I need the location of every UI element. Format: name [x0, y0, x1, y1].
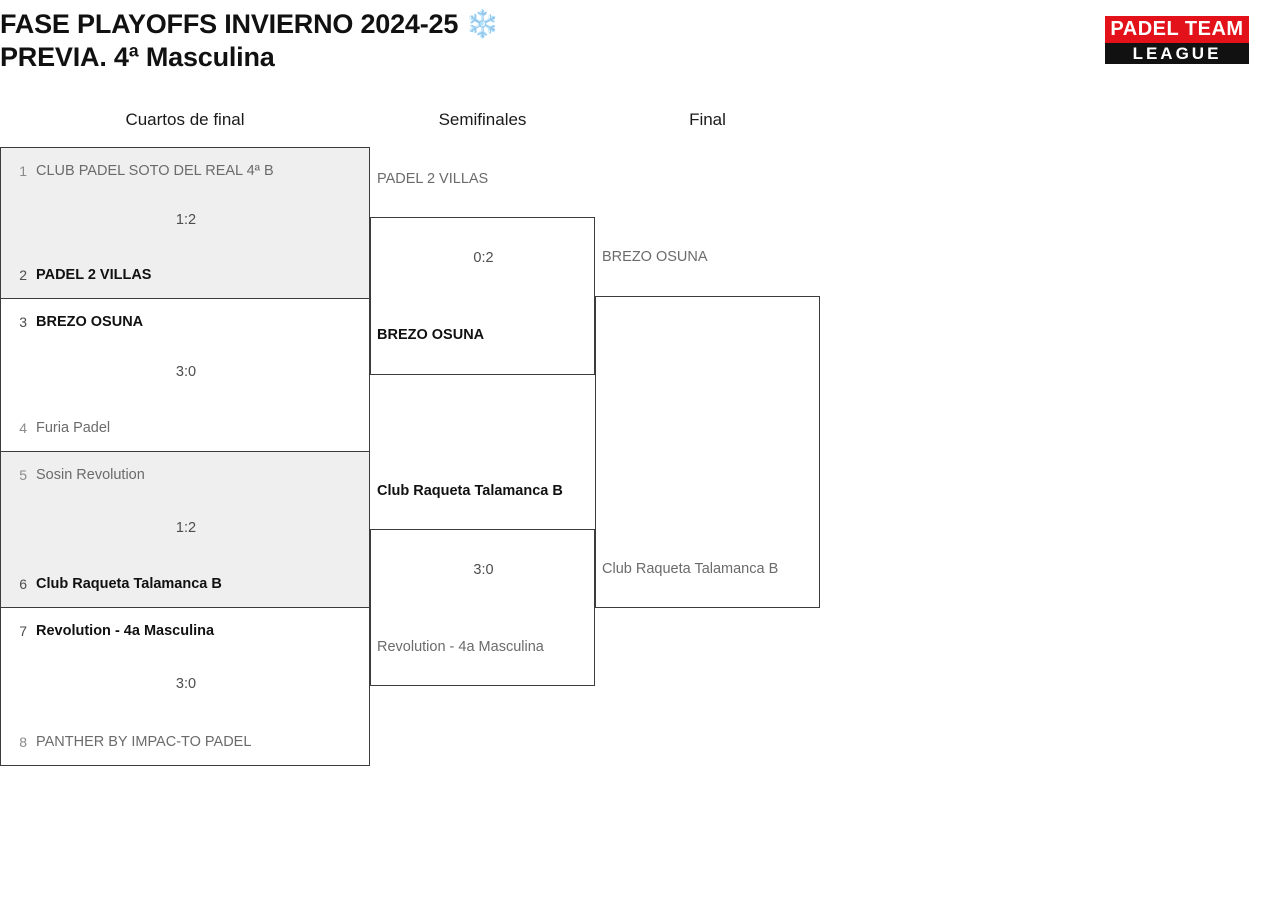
final-team-bottom-label: Club Raqueta Talamanca B: [602, 561, 779, 577]
semifinal-2-team-bottom-label: Revolution - 4a Masculina: [377, 639, 544, 655]
quarterfinal-match-1[interactable]: 1 CLUB PADEL SOTO DEL REAL 4ª B 1:2 2 PA…: [0, 147, 370, 299]
padel-team-league-logo: PADEL TEAM LEAGUE: [1105, 16, 1249, 64]
semifinal-1-team-bottom[interactable]: BREZO OSUNA: [377, 324, 602, 346]
semifinal-match-2[interactable]: 3:0: [370, 529, 595, 686]
qf2-team-bottom-label: Furia Padel: [36, 420, 111, 436]
qf3-seed-top: 5: [19, 467, 27, 483]
qf2-seed-top: 3: [19, 314, 27, 330]
quarterfinal-match-2[interactable]: 3 BREZO OSUNA 3:0 4 Furia Padel: [0, 299, 370, 452]
final-team-top[interactable]: BREZO OSUNA: [602, 246, 832, 268]
qf4-seed-top: 7: [19, 623, 27, 639]
page-title: FASE PLAYOFFS INVIERNO 2024-25 ❄️ PREVIA…: [0, 9, 499, 72]
qf4-team-top-label: Revolution - 4a Masculina: [36, 623, 215, 639]
qf4-score: 3:0: [175, 676, 197, 692]
qf3-team-top[interactable]: 5 Sosin Revolution: [1, 463, 371, 487]
qf4-team-bottom[interactable]: 8 PANTHER BY IMPAC-TO PADEL: [1, 730, 371, 754]
qf4-team-top[interactable]: 7 Revolution - 4a Masculina: [1, 619, 371, 643]
qf3-seed-bottom: 6: [19, 576, 27, 592]
page-header: FASE PLAYOFFS INVIERNO 2024-25 ❄️ PREVIA…: [0, 0, 1280, 86]
qf1-seed-top: 1: [19, 163, 27, 179]
qf1-team-top-label: CLUB PADEL SOTO DEL REAL 4ª B: [36, 163, 274, 179]
qf2-team-top-label: BREZO OSUNA: [36, 314, 144, 330]
qf3-team-bottom-label: Club Raqueta Talamanca B: [36, 576, 222, 592]
logo-league-text: LEAGUE: [1105, 43, 1249, 64]
semifinal-1-team-top-label: PADEL 2 VILLAS: [377, 171, 489, 187]
qf2-team-bottom[interactable]: 4 Furia Padel: [1, 416, 371, 440]
semifinal-2-team-top-label: Club Raqueta Talamanca B: [377, 483, 563, 499]
qf1-team-top[interactable]: 1 CLUB PADEL SOTO DEL REAL 4ª B: [1, 159, 371, 183]
qf3-team-top-label: Sosin Revolution: [36, 467, 145, 483]
semifinal-1-team-top[interactable]: PADEL 2 VILLAS: [377, 168, 602, 190]
qf1-team-bottom-label: PADEL 2 VILLAS: [36, 267, 152, 283]
qf1-score: 1:2: [175, 212, 197, 228]
logo-padel-team-text: PADEL TEAM: [1105, 16, 1249, 43]
semifinal-2-team-top[interactable]: Club Raqueta Talamanca B: [377, 480, 602, 502]
qf4-team-bottom-label: PANTHER BY IMPAC-TO PADEL: [36, 734, 252, 750]
qf2-seed-bottom: 4: [19, 420, 27, 436]
round-header-final: Final: [689, 110, 726, 129]
semifinal-1-team-bottom-label: BREZO OSUNA: [377, 327, 485, 343]
round-header-quarterfinals: Cuartos de final: [125, 110, 245, 129]
qf4-seed-bottom: 8: [19, 734, 27, 750]
semifinal-1-score: 0:2: [473, 250, 494, 266]
final-team-top-label: BREZO OSUNA: [602, 249, 708, 265]
final-match[interactable]: [595, 296, 820, 608]
qf2-team-top[interactable]: 3 BREZO OSUNA: [1, 310, 371, 334]
qf1-seed-bottom: 2: [19, 267, 27, 283]
qf3-team-bottom[interactable]: 6 Club Raqueta Talamanca B: [1, 572, 371, 596]
quarterfinal-match-3[interactable]: 5 Sosin Revolution 1:2 6 Club Raqueta Ta…: [0, 452, 370, 608]
final-team-bottom[interactable]: Club Raqueta Talamanca B: [602, 558, 832, 580]
quarterfinal-match-4[interactable]: 7 Revolution - 4a Masculina 3:0 8 PANTHE…: [0, 608, 370, 766]
semifinal-match-1[interactable]: 0:2: [370, 217, 595, 375]
semifinal-2-score: 3:0: [473, 562, 494, 578]
qf3-score: 1:2: [175, 520, 197, 536]
semifinal-2-team-bottom[interactable]: Revolution - 4a Masculina: [377, 636, 602, 658]
qf2-score: 3:0: [175, 364, 197, 380]
round-header-semifinals: Semifinales: [438, 110, 527, 129]
qf1-team-bottom[interactable]: 2 PADEL 2 VILLAS: [1, 263, 371, 287]
